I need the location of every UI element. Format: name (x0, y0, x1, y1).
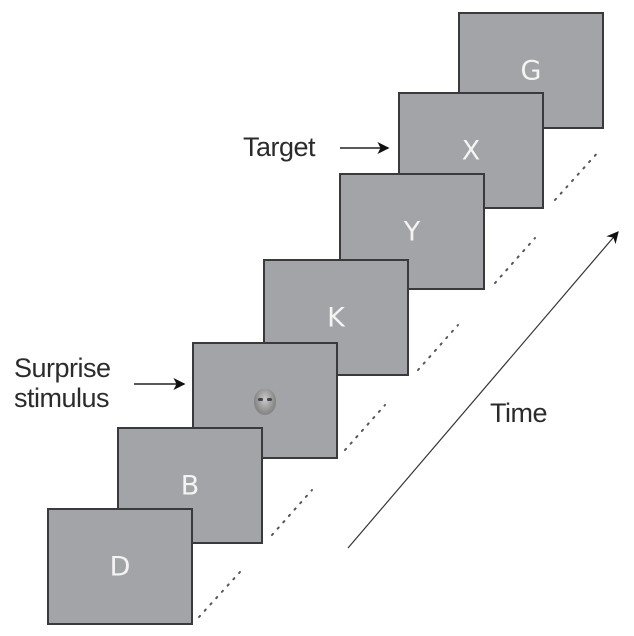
time-arrow-icon (347, 231, 619, 549)
dotted-trails (198, 149, 601, 618)
surprise-label-line1: Surprise (14, 353, 111, 383)
time-label: Time (490, 398, 548, 428)
stimulus-card-d: D (47, 508, 193, 625)
card-letter: D (109, 551, 131, 582)
face-icon (254, 389, 276, 415)
target-label: Target (243, 132, 316, 162)
card-letter: K (327, 302, 345, 333)
card-letter: B (180, 470, 200, 501)
surprise-label-line2: stimulus (14, 383, 110, 413)
card-letter: G (520, 55, 542, 86)
card-letter: Y (403, 216, 421, 247)
card-letter: X (461, 135, 481, 166)
